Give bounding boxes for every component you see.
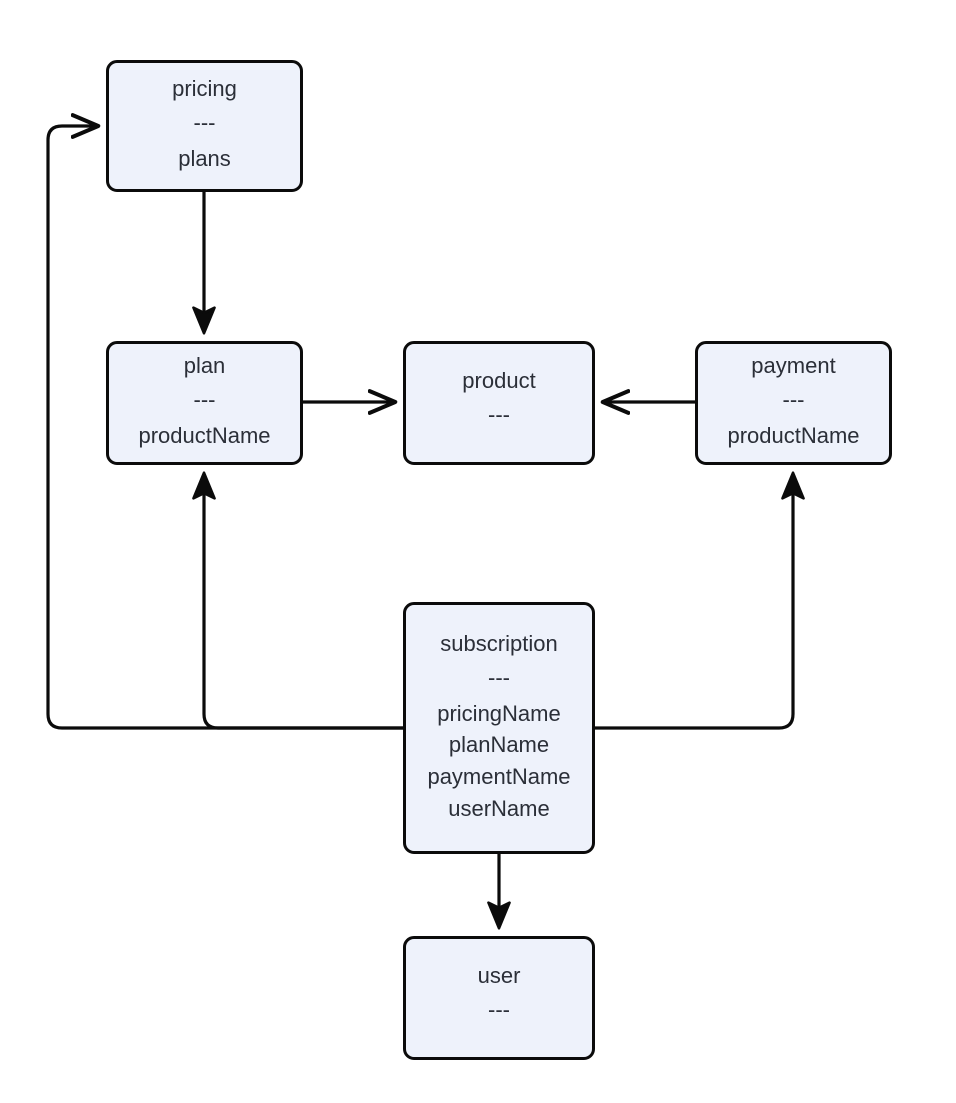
- node-subscription-attributes: pricingName planName paymentName userNam…: [427, 699, 570, 824]
- node-subscription-attribute: planName: [448, 732, 550, 758]
- node-plan-attributes: productName: [138, 421, 270, 451]
- node-plan[interactable]: plan --- productName: [106, 341, 303, 465]
- node-product[interactable]: product ---: [403, 341, 595, 465]
- node-user-separator: ---: [488, 997, 510, 1022]
- node-plan-separator: ---: [193, 387, 216, 413]
- node-user-title: user: [477, 963, 521, 988]
- node-user[interactable]: user ---: [403, 936, 595, 1060]
- node-subscription[interactable]: subscription --- pricingName planName pa…: [403, 602, 595, 854]
- node-payment-separator: ---: [782, 387, 805, 413]
- node-payment-attribute: productName: [727, 423, 860, 449]
- node-pricing[interactable]: pricing --- plans: [106, 60, 303, 192]
- edge-subscription-to-plan: [192, 471, 403, 730]
- node-plan-title: plan: [183, 353, 226, 379]
- node-payment-title: payment: [751, 353, 836, 379]
- node-product-title: product: [462, 368, 536, 393]
- node-pricing-separator: ---: [193, 110, 216, 136]
- node-plan-attribute: productName: [138, 423, 271, 449]
- node-subscription-attribute: pricingName: [437, 700, 561, 726]
- node-pricing-attributes: plans: [178, 144, 231, 174]
- node-subscription-attribute: userName: [448, 795, 550, 821]
- node-payment[interactable]: payment --- productName: [695, 341, 892, 465]
- node-subscription-separator: ---: [488, 664, 510, 690]
- node-payment-attributes: productName: [727, 421, 859, 451]
- node-product-separator: ---: [488, 402, 510, 427]
- node-subscription-title: subscription: [440, 630, 558, 656]
- edge-subscription-to-payment: [595, 471, 805, 730]
- node-pricing-title: pricing: [172, 76, 237, 102]
- edge-subscription-to-pricing: [46, 126, 403, 730]
- node-subscription-attribute: paymentName: [427, 764, 571, 789]
- node-pricing-attribute: plans: [178, 146, 231, 172]
